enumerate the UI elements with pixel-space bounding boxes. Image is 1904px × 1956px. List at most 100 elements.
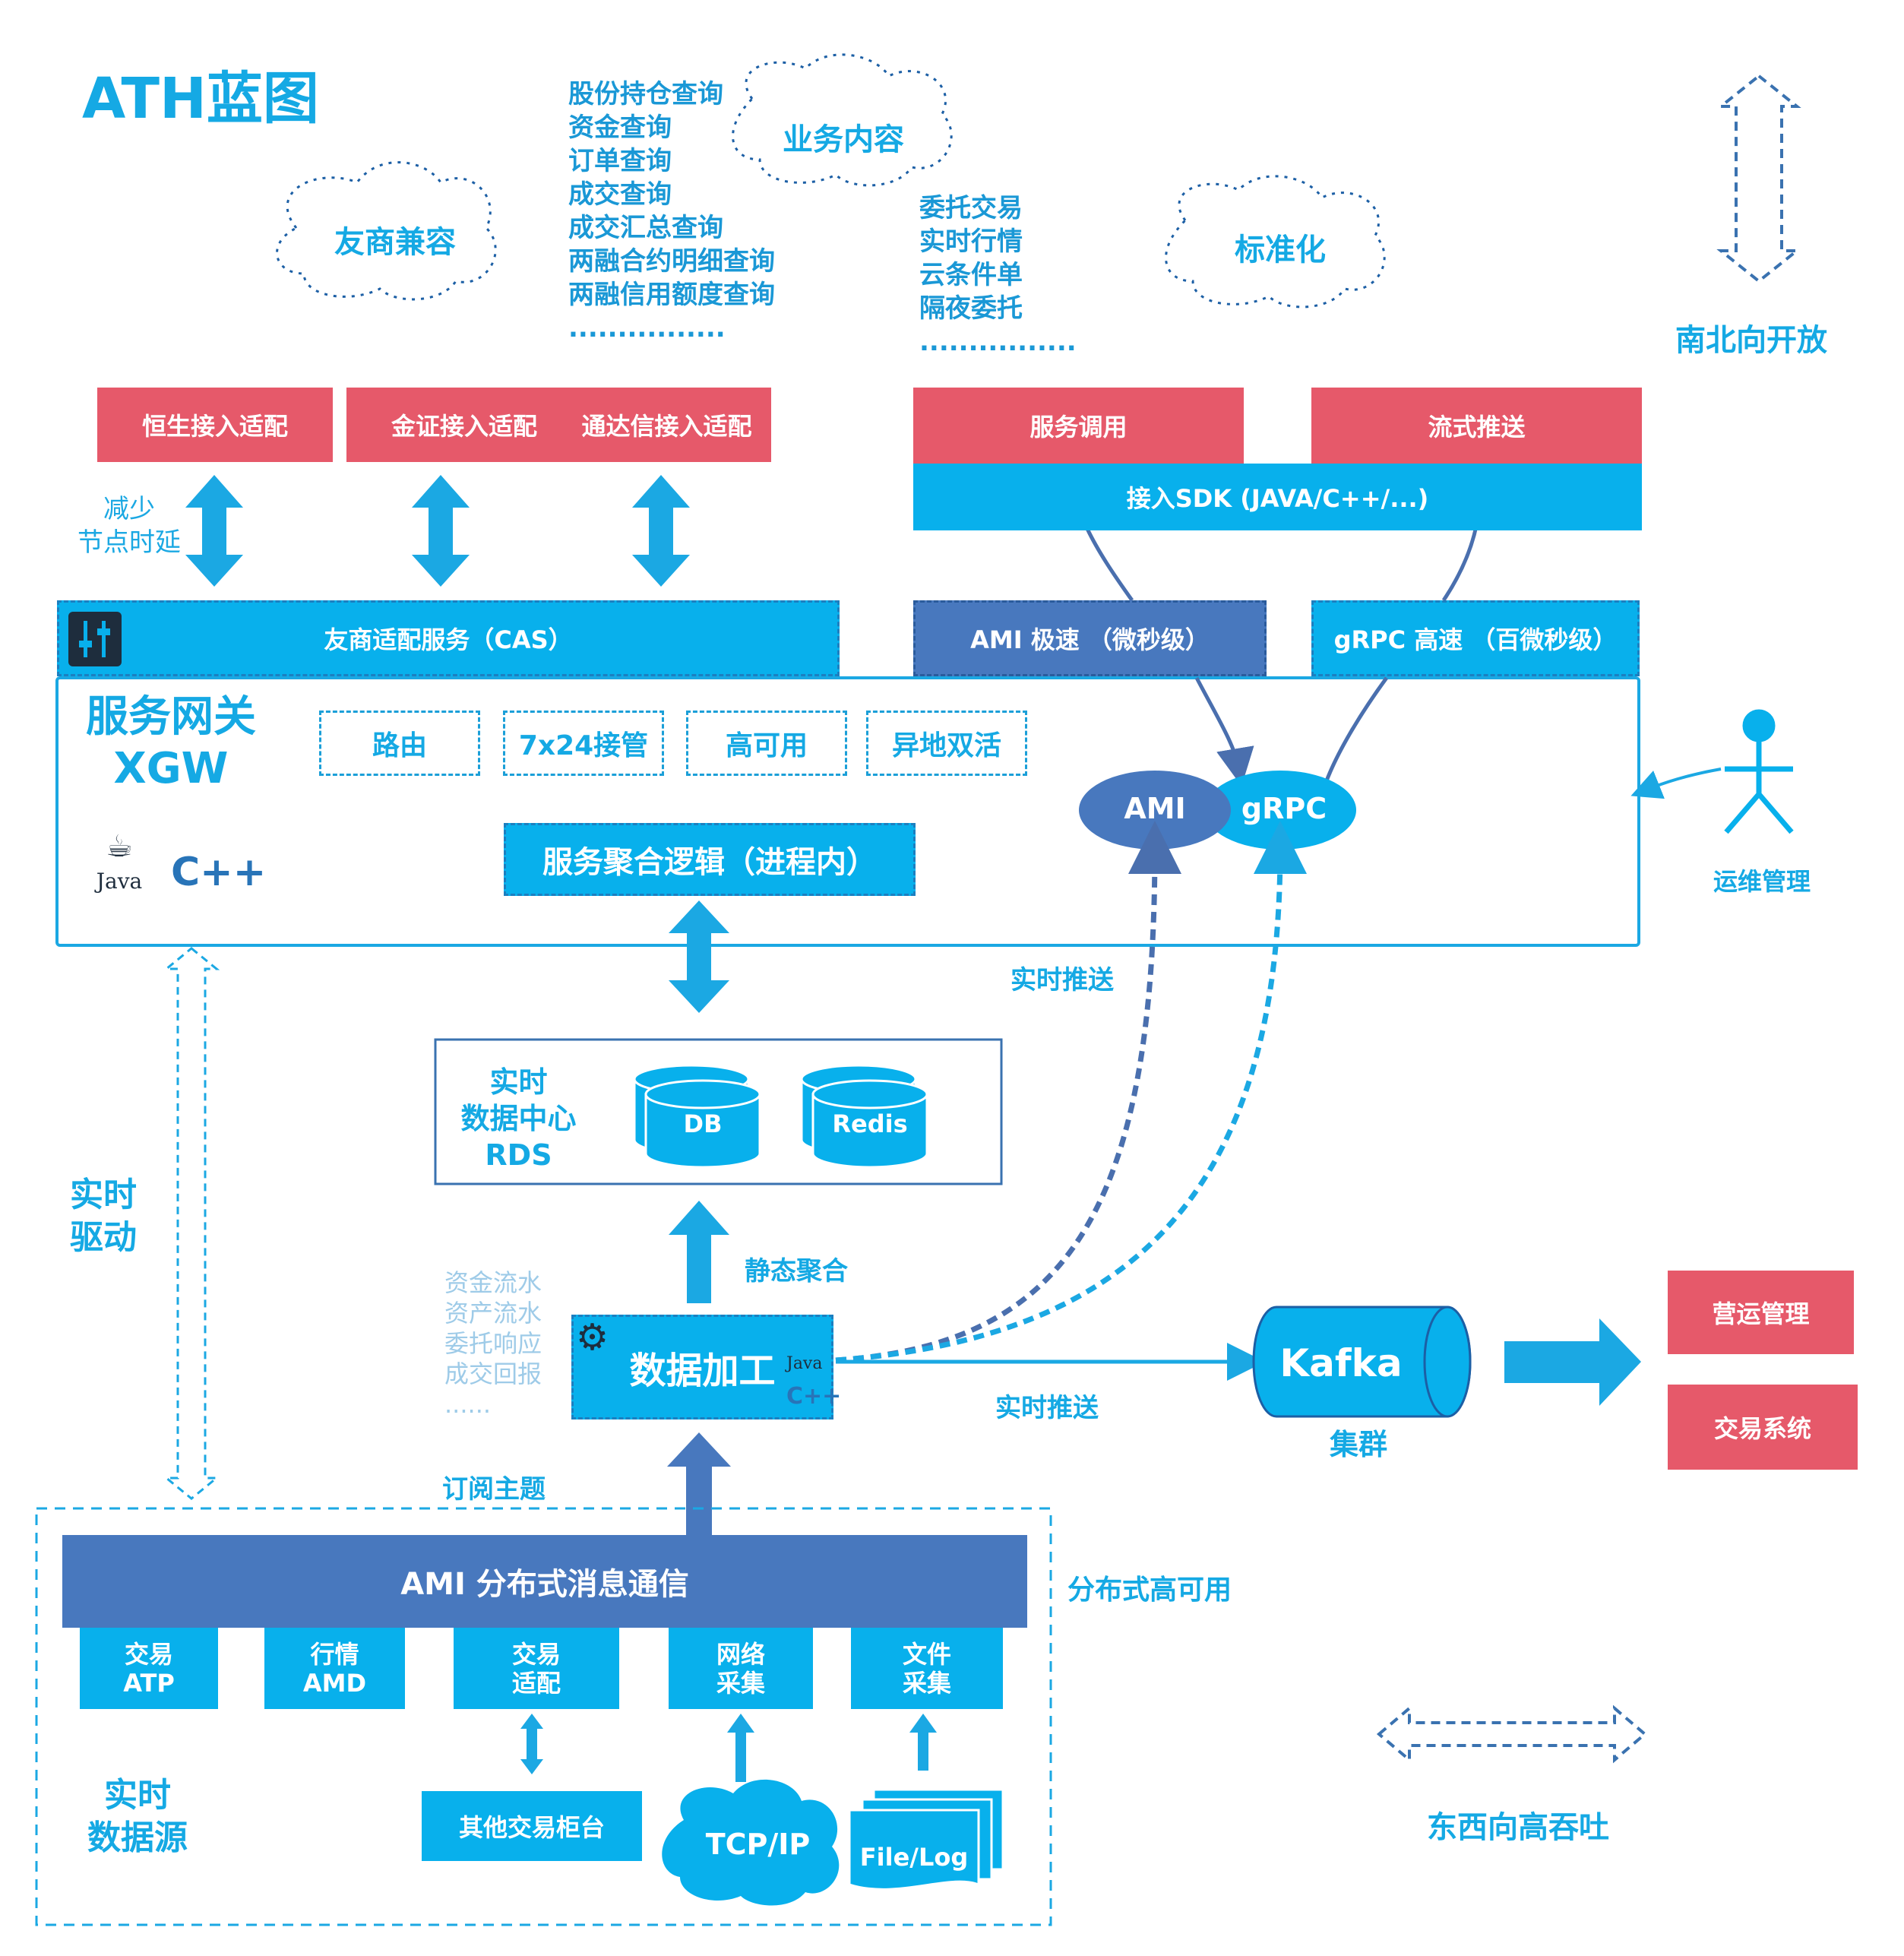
query-item: 成交汇总查询 xyxy=(568,213,723,243)
page-title: ATH蓝图 xyxy=(82,66,319,131)
source-network[interactable]: 网络 采集 xyxy=(669,1628,813,1709)
db-label: DB xyxy=(683,1109,723,1138)
tcpip-label: TCP/IP xyxy=(705,1828,811,1861)
flow-item: 资产流水 xyxy=(444,1299,542,1328)
reduce-latency-line: 减少 xyxy=(103,494,155,524)
cpp-icon: C++ xyxy=(171,850,267,895)
realtime-source-line: 实时 xyxy=(104,1776,171,1815)
rds-box xyxy=(434,1038,1003,1185)
gateway-title-line: 服务网关 xyxy=(86,692,256,742)
gateway-subtitle: XGW xyxy=(113,744,229,793)
ops-person-icon xyxy=(1724,709,1794,834)
grpc-ellipse xyxy=(1204,771,1356,850)
trade-list: 委托交易 实时行情 云条件单 隔夜委托 ................ xyxy=(919,191,1077,359)
flow-list: 资金流水 资产流水 委托响应 成交回报 ...... xyxy=(444,1268,542,1420)
grpc-ellipse-label[interactable]: gRPC xyxy=(1241,792,1327,825)
realtime-push-label-2: 实时推送 xyxy=(995,1393,1099,1423)
cpp-small-icon: C++ xyxy=(786,1383,842,1410)
realtime-push-label-1: 实时推送 xyxy=(1011,965,1114,995)
query-item: 两融信用额度查询 xyxy=(568,280,775,310)
processing-box[interactable]: 数据加工 xyxy=(571,1315,833,1420)
source-atp[interactable]: 交易 ATP xyxy=(80,1628,218,1709)
stream-push-box[interactable]: 流式推送 xyxy=(1311,388,1642,464)
east-west-label: 东西向高吞吐 xyxy=(1427,1810,1609,1845)
kafka-label: Kafka xyxy=(1279,1341,1403,1385)
ami-bus-bar[interactable]: AMI 分布式消息通信 xyxy=(62,1535,1027,1628)
source-line: 交易 xyxy=(511,1639,561,1669)
grpc-fast-bar[interactable]: gRPC 高速 （百微秒级） xyxy=(1311,600,1640,676)
ami-ellipse-label[interactable]: AMI xyxy=(1124,792,1186,825)
trade-item: 隔夜委托 xyxy=(919,293,1023,324)
trade-system-box[interactable]: 交易系统 xyxy=(1668,1385,1858,1470)
cas-label: 友商适配服务（CAS） xyxy=(324,625,573,654)
other-counter-box[interactable]: 其他交易柜台 xyxy=(422,1791,642,1861)
kafka-cylinder xyxy=(1252,1306,1472,1418)
trade-item: 云条件单 xyxy=(919,260,1023,290)
ops-label: 运维管理 xyxy=(1713,867,1811,896)
flow-item: 资金流水 xyxy=(444,1268,542,1297)
query-item: 成交查询 xyxy=(568,179,672,210)
redis-label: Redis xyxy=(832,1109,908,1138)
realtime-source-label: 实时 数据源 xyxy=(87,1774,188,1859)
source-line: ATP xyxy=(123,1668,175,1698)
rds-line: 实时 xyxy=(489,1065,548,1099)
north-south-arrow xyxy=(1716,74,1801,283)
feature-ha: 高可用 xyxy=(686,711,847,776)
static-agg-label: 静态聚合 xyxy=(745,1256,848,1287)
adapter-tdx[interactable]: 通达信接入适配 xyxy=(562,388,771,462)
gateway-box xyxy=(55,676,1640,947)
filelog-docs xyxy=(848,1788,1004,1891)
realtime-drive-label: 实时 驱动 xyxy=(70,1174,137,1259)
adapter-kingdom[interactable]: 金证接入适配 xyxy=(346,388,582,462)
query-item: 订单查询 xyxy=(568,146,672,176)
ami-ellipse xyxy=(1079,771,1231,850)
rds-line: 数据中心 xyxy=(460,1102,577,1135)
tcpip-cloud xyxy=(662,1779,840,1906)
source-line: 交易 xyxy=(124,1639,173,1669)
rds-label: 实时 数据中心 RDS xyxy=(448,1064,589,1173)
query-item: 资金查询 xyxy=(568,112,672,143)
java-icon: ☕ Java xyxy=(93,824,146,900)
feature-active-active: 异地双活 xyxy=(866,711,1027,776)
source-line: 适配 xyxy=(511,1668,561,1698)
ami-bus-label: AMI 分布式消息通信 xyxy=(400,1567,689,1602)
realtime-drive-line: 驱动 xyxy=(70,1218,137,1257)
realtime-drive-arrow xyxy=(163,947,220,1500)
rds-line: RDS xyxy=(485,1138,552,1172)
source-line: 文件 xyxy=(902,1639,951,1669)
cloud-standard-shape xyxy=(1165,175,1386,309)
dist-ha-label: 分布式高可用 xyxy=(1067,1575,1232,1606)
source-line: 行情 xyxy=(310,1639,359,1669)
ops-manage-box[interactable]: 营运管理 xyxy=(1668,1271,1854,1354)
flow-item: 委托响应 xyxy=(444,1329,542,1358)
flow-item: ...... xyxy=(444,1390,492,1419)
query-item: 两融合约明细查询 xyxy=(568,246,775,277)
source-line: 采集 xyxy=(902,1668,951,1698)
cloud-business-shape xyxy=(732,53,953,187)
source-file[interactable]: 文件 采集 xyxy=(851,1628,1003,1709)
service-call-box[interactable]: 服务调用 xyxy=(913,388,1244,464)
source-region xyxy=(35,1507,1052,1926)
ami-fast-bar[interactable]: AMI 极速 （微秒级） xyxy=(913,600,1267,676)
north-south-label: 南北向开放 xyxy=(1675,323,1827,358)
flow-item: 成交回报 xyxy=(444,1359,542,1388)
cloud-compat-label: 友商兼容 xyxy=(334,225,456,260)
java-label: Java xyxy=(96,869,143,894)
source-line: 采集 xyxy=(716,1668,765,1698)
source-amd[interactable]: 行情 AMD xyxy=(264,1628,405,1709)
trade-item: ................ xyxy=(919,327,1077,357)
cloud-standard-label: 标准化 xyxy=(1235,233,1326,267)
cas-bar[interactable]: 友商适配服务（CAS） xyxy=(57,600,840,676)
adapter-hundsun[interactable]: 恒生接入适配 xyxy=(97,388,333,462)
db-cylinder xyxy=(633,1064,761,1169)
source-trade-adapter[interactable]: 交易 适配 xyxy=(454,1628,619,1709)
query-item: ................ xyxy=(568,313,726,343)
adapter-arrows xyxy=(185,475,690,587)
java-small-icon: Java xyxy=(786,1354,823,1373)
sdk-bar[interactable]: 接入SDK (JAVA/C++/...) xyxy=(913,464,1642,530)
trade-item: 委托交易 xyxy=(919,193,1023,223)
cluster-label: 集群 xyxy=(1330,1428,1388,1461)
aggregate-box[interactable]: 服务聚合逻辑（进程内） xyxy=(504,823,916,896)
query-item: 股份持仓查询 xyxy=(568,79,723,109)
